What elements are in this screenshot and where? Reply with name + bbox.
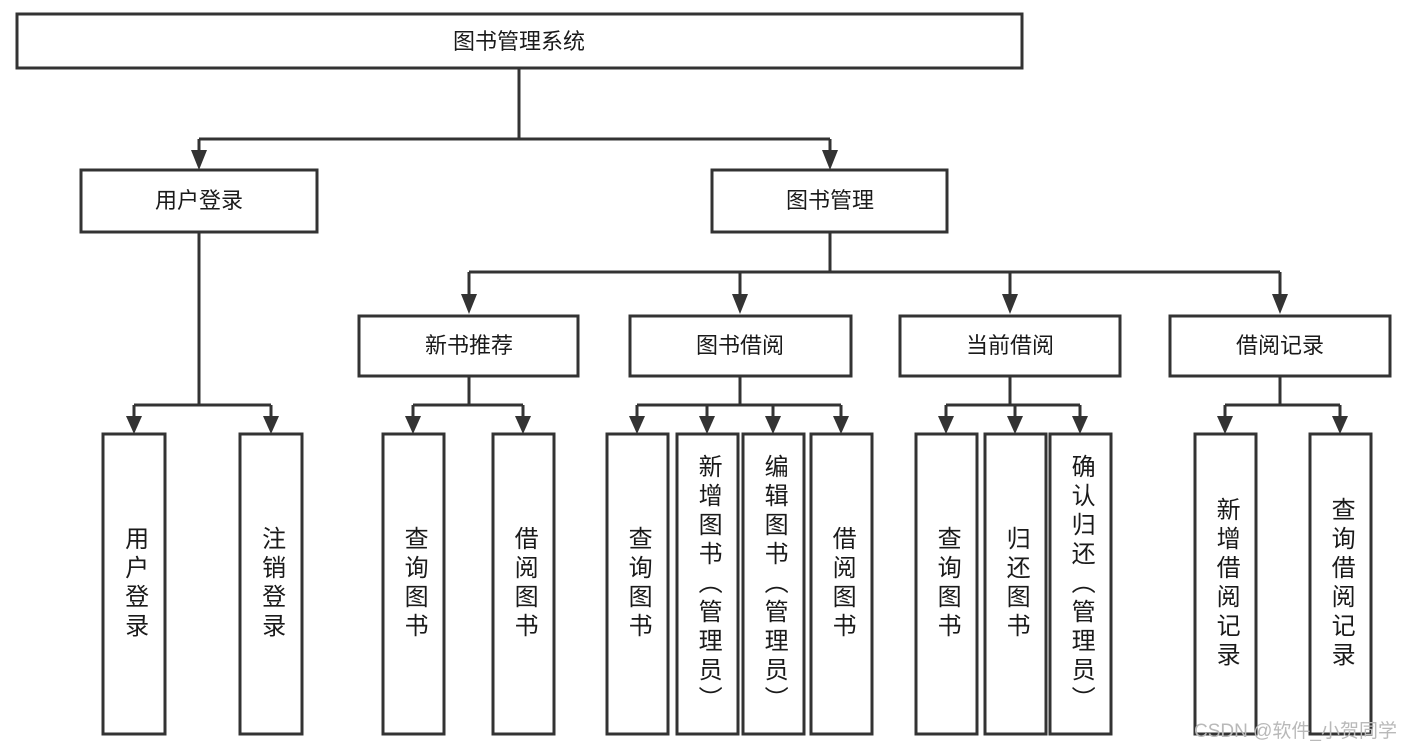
edge-group-new-book-recommend: [405, 376, 531, 434]
leaf-borrow-book-1[interactable]: 借阅图书: [491, 432, 556, 736]
leaf-logout-label: 注销登录: [257, 526, 285, 642]
node-new-book-recommend-label: 新书推荐: [425, 333, 513, 358]
leaf-query-book-2[interactable]: 查询图书: [605, 432, 670, 736]
leaf-borrow-book-2-label: 借阅图书: [828, 526, 856, 642]
leaf-query-book-1-label: 查询图书: [400, 526, 428, 642]
leaf-confirm-return[interactable]: 确认归还（管理员）: [1048, 432, 1113, 736]
node-root[interactable]: 图书管理系统: [15, 12, 1024, 70]
leaf-return-book[interactable]: 归还图书: [983, 432, 1048, 736]
arrowhead-leaf-query-book-1: [405, 416, 421, 434]
leaf-borrow-book-1-box[interactable]: [491, 432, 556, 736]
leaf-add-book[interactable]: 新增图书（管理员）: [675, 432, 740, 736]
edge-group-current-borrow: [938, 376, 1088, 434]
leaf-confirm-return-label: 确认归还（管理员）: [1067, 453, 1095, 715]
arrowhead-leaf-add-book: [699, 416, 715, 434]
node-root-box[interactable]: [15, 12, 1024, 70]
leaf-query-record-label: 查询借阅记录: [1327, 497, 1355, 671]
leaf-return-book-label: 归还图书: [1002, 526, 1030, 642]
leaf-add-record[interactable]: 新增借阅记录: [1193, 432, 1258, 736]
leaf-edit-book-box[interactable]: [741, 432, 806, 736]
arrowhead-borrow-record: [1272, 294, 1288, 314]
leaf-add-book-box[interactable]: [675, 432, 740, 736]
leaf-query-book-3-label: 查询图书: [933, 526, 961, 642]
arrowhead-leaf-user-login: [126, 416, 142, 434]
arrowhead-leaf-query-book-2: [629, 416, 645, 434]
edge-group-book-management: [461, 232, 1288, 314]
arrowhead-leaf-add-record: [1217, 416, 1233, 434]
node-borrow-record[interactable]: 借阅记录: [1168, 314, 1392, 378]
arrowhead-leaf-query-record: [1332, 416, 1348, 434]
leaf-query-book-3[interactable]: 查询图书: [914, 432, 979, 736]
edge-group-book-borrow: [629, 376, 849, 434]
node-borrow-record-label: 借阅记录: [1236, 333, 1324, 358]
node-book-borrow-box[interactable]: [628, 314, 853, 378]
leaf-logout[interactable]: 注销登录: [238, 432, 304, 736]
leaf-edit-book-label: 编辑图书（管理员）: [760, 453, 788, 715]
leaf-query-book-2-box[interactable]: [605, 432, 670, 736]
node-book-borrow-label: 图书借阅: [696, 333, 784, 358]
arrowhead-user-login: [191, 150, 207, 170]
arrowhead-leaf-borrow-book-1: [515, 416, 531, 434]
leaf-add-record-box[interactable]: [1193, 432, 1258, 736]
node-user-login[interactable]: 用户登录: [79, 168, 319, 234]
edge-group-user-login: [126, 232, 279, 434]
arrowhead-book-borrow: [732, 294, 748, 314]
arrowhead-leaf-borrow-book-2: [833, 416, 849, 434]
arrowhead-book-management: [822, 150, 838, 170]
node-book-management-box[interactable]: [710, 168, 949, 234]
arrowhead-leaf-edit-book: [765, 416, 781, 434]
leaf-query-book-1-box[interactable]: [381, 432, 446, 736]
leaf-logout-box[interactable]: [238, 432, 304, 736]
leaf-query-record-box[interactable]: [1308, 432, 1373, 736]
leaf-query-book-3-box[interactable]: [914, 432, 979, 736]
leaf-query-book-1[interactable]: 查询图书: [381, 432, 446, 736]
node-root-label: 图书管理系统: [453, 29, 585, 54]
node-user-login-box[interactable]: [79, 168, 319, 234]
node-current-borrow[interactable]: 当前借阅: [898, 314, 1122, 378]
arrowhead-leaf-query-book-3: [938, 416, 954, 434]
node-user-login-label: 用户登录: [155, 188, 243, 213]
leaf-user-login[interactable]: 用户登录: [101, 432, 167, 736]
leaf-borrow-book-2[interactable]: 借阅图书: [809, 432, 874, 736]
leaf-borrow-book-2-box[interactable]: [809, 432, 874, 736]
leaf-user-login-box[interactable]: [101, 432, 167, 736]
arrowhead-new-book-recommend: [461, 294, 477, 314]
leaf-return-book-box[interactable]: [983, 432, 1048, 736]
node-book-management[interactable]: 图书管理: [710, 168, 949, 234]
arrowhead-leaf-confirm-return: [1072, 416, 1088, 434]
leaf-add-book-label: 新增图书（管理员）: [694, 453, 722, 715]
arrowhead-leaf-return-book: [1007, 416, 1023, 434]
node-book-borrow[interactable]: 图书借阅: [628, 314, 853, 378]
edge-group-root: [191, 68, 838, 170]
edge-group-borrow-record: [1217, 376, 1348, 434]
leaf-user-login-label: 用户登录: [120, 526, 148, 642]
leaf-edit-book[interactable]: 编辑图书（管理员）: [741, 432, 806, 736]
node-current-borrow-box[interactable]: [898, 314, 1122, 378]
leaf-query-book-2-label: 查询图书: [624, 526, 652, 642]
node-current-borrow-label: 当前借阅: [966, 333, 1054, 358]
node-new-book-recommend-box[interactable]: [357, 314, 580, 378]
node-borrow-record-box[interactable]: [1168, 314, 1392, 378]
node-new-book-recommend[interactable]: 新书推荐: [357, 314, 580, 378]
arrowhead-current-borrow: [1002, 294, 1018, 314]
leaf-query-record[interactable]: 查询借阅记录: [1308, 432, 1373, 736]
leaf-confirm-return-box[interactable]: [1048, 432, 1113, 736]
arrowhead-leaf-logout: [263, 416, 279, 434]
leaf-add-record-label: 新增借阅记录: [1212, 497, 1240, 671]
leaf-borrow-book-1-label: 借阅图书: [510, 526, 538, 642]
node-book-management-label: 图书管理: [786, 188, 874, 213]
